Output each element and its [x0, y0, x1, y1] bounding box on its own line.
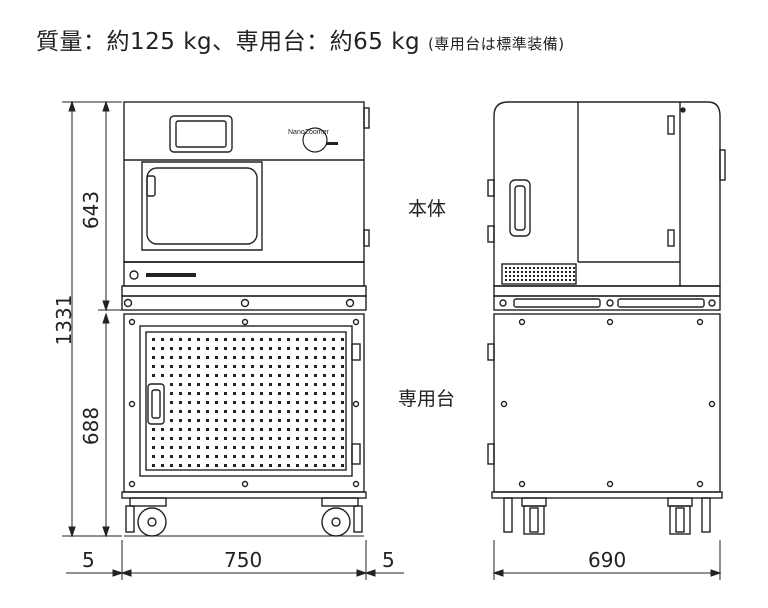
dimension-lines [62, 100, 722, 580]
front-stand-bottom-frame [121, 491, 367, 499]
front-perforated-door [139, 325, 353, 477]
logo-text: NanoZoomer [288, 129, 330, 136]
stand-hinge-top [351, 343, 361, 361]
front-hinge-bottom [363, 229, 370, 247]
front-body-panel [123, 101, 365, 263]
front-caster-right [321, 497, 363, 537]
side-caster-right [667, 497, 711, 535]
depth-value: 690 [588, 548, 627, 572]
width-value: 750 [224, 548, 263, 572]
front-caster-left [125, 497, 167, 537]
front-body-foot [121, 295, 367, 311]
perforation-area [145, 331, 347, 471]
side-body-base [493, 285, 721, 297]
perforation-holes [152, 338, 344, 467]
body-label: 本体 [408, 198, 447, 220]
side-stand-bottom-frame [491, 491, 723, 499]
stand-height-value: 688 [79, 406, 103, 446]
margin-right-value: 5 [382, 548, 395, 572]
side-vent [501, 263, 577, 285]
total-height-value: 1331 [52, 294, 76, 346]
brand-text-mark [146, 273, 196, 277]
side-stand-panel [493, 313, 721, 493]
side-caster-left [503, 497, 547, 535]
side-body-foot [493, 295, 721, 311]
vent-holes [505, 267, 575, 281]
front-body-base [121, 285, 367, 297]
standard-equipment-note: (専用台は標準装備) [427, 35, 565, 53]
logo-mark: NanoZoomer [288, 127, 338, 153]
front-hinge-top [363, 107, 370, 129]
stand-label: 専用台 [398, 388, 456, 410]
weight-text: 質量：約125 kg、専用台：約65 kg [36, 29, 421, 55]
page-title: 質量：約125 kg、専用台：約65 kg (専用台は標準装備) [36, 22, 565, 56]
side-view [487, 101, 726, 535]
front-upper-window [169, 115, 233, 153]
stand-hinge-bottom [351, 443, 361, 465]
side-body-panel [493, 101, 721, 287]
front-door [141, 161, 263, 251]
front-view: NanoZoomer [121, 101, 370, 537]
body-height-value: 643 [79, 190, 103, 230]
margin-left-value: 5 [82, 548, 95, 572]
side-handle [509, 179, 531, 237]
